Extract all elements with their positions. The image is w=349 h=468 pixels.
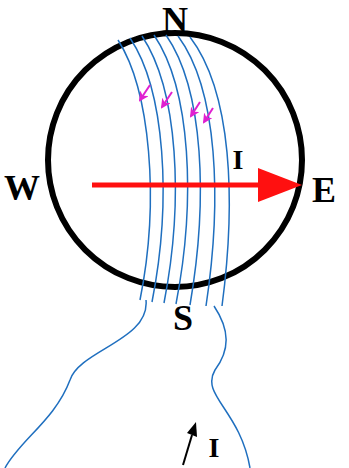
current-arrows (140, 85, 213, 122)
current-label: I (209, 434, 220, 462)
coil-windings (5, 35, 250, 468)
lead-current-arrow (183, 422, 197, 465)
compass-needle (92, 168, 302, 202)
current-label: I (233, 146, 244, 174)
north-label: N (162, 2, 188, 38)
west-label: W (4, 170, 40, 206)
east-label: E (312, 172, 336, 208)
south-label: S (173, 300, 193, 336)
